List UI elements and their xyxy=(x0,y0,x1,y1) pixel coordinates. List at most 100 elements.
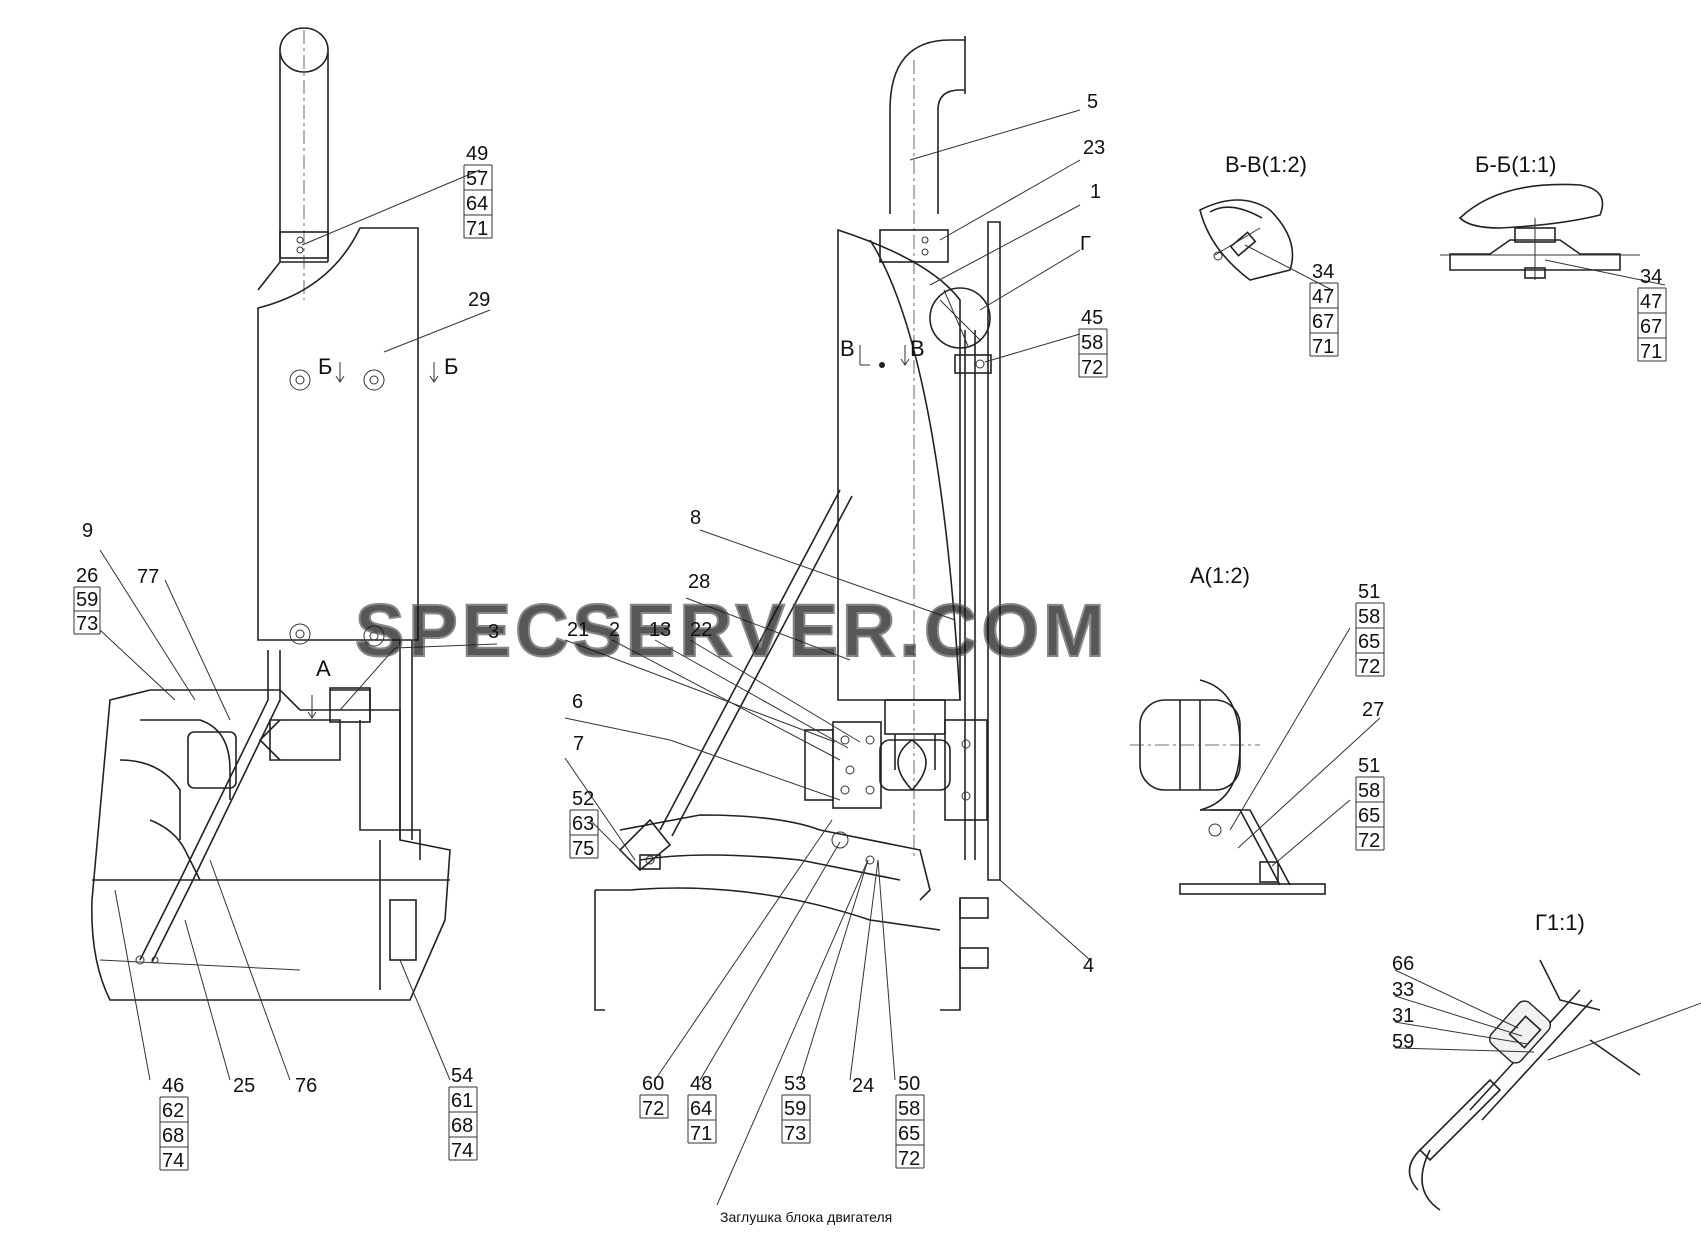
label-stack-row: 65 xyxy=(1358,631,1380,653)
label-stack-row: 53 xyxy=(784,1073,806,1095)
label-stack-row: 68 xyxy=(451,1115,473,1137)
label-stack-34b: 34 47 67 71 xyxy=(1637,266,1667,363)
label-stack-60: 60 72 xyxy=(639,1073,669,1120)
marker-b-right: Б xyxy=(444,354,458,379)
marker-b-left: Б xyxy=(318,354,332,379)
label-5: 5 xyxy=(1087,91,1098,113)
label-59: 59 xyxy=(1392,1031,1414,1053)
label-stack-row: 67 xyxy=(1640,316,1662,338)
label-66: 66 xyxy=(1392,953,1414,975)
marker-v-right: В xyxy=(910,336,925,361)
label-stack-row: 72 xyxy=(1358,830,1380,852)
label-stack-row: 57 xyxy=(466,168,488,190)
label-stack-row: 73 xyxy=(784,1123,806,1145)
label-stack-row: 62 xyxy=(162,1100,184,1122)
label-33: 33 xyxy=(1392,979,1414,1001)
label-31: 31 xyxy=(1392,1005,1414,1027)
label-stack-row: 45 xyxy=(1081,307,1103,329)
label-stack-51a: 51 58 65 72 xyxy=(1355,581,1385,678)
label-stack-row: 58 xyxy=(1358,780,1380,802)
label-23: 23 xyxy=(1083,137,1105,159)
label-stack-51b: 51 58 65 72 xyxy=(1355,755,1385,852)
view-title-bb: Б-Б(1:1) xyxy=(1475,152,1556,177)
label-stack-row: 59 xyxy=(76,589,98,611)
label-stack-row: 34 xyxy=(1312,261,1334,283)
label-stack-row: 51 xyxy=(1358,581,1380,603)
label-stack-row: 71 xyxy=(690,1123,712,1145)
label-stack-row: 67 xyxy=(1312,311,1334,333)
label-9: 9 xyxy=(82,520,93,542)
label-stack-row: 46 xyxy=(162,1075,184,1097)
label-stack-row: 72 xyxy=(1358,656,1380,678)
label-stack-45: 45 58 72 xyxy=(1078,307,1108,379)
label-stack-row: 72 xyxy=(1081,357,1103,379)
label-8: 8 xyxy=(690,507,701,529)
label-stack-52: 52 63 75 xyxy=(569,788,599,860)
label-2: 2 xyxy=(609,619,620,641)
label-stack-row: 47 xyxy=(1312,286,1334,308)
label-7: 7 xyxy=(573,733,584,755)
label-stack-row: 71 xyxy=(1640,341,1662,363)
label-1: 1 xyxy=(1090,181,1101,203)
label-stack-49: 49 57 64 71 xyxy=(463,143,493,240)
label-stack-row: 71 xyxy=(1312,336,1334,358)
label-stack-50: 50 58 65 72 xyxy=(895,1073,925,1170)
marker-g: Г xyxy=(1080,233,1091,255)
marker-a: А xyxy=(316,656,331,681)
label-25: 25 xyxy=(233,1075,255,1097)
watermark-text: SPECSERVER.COM xyxy=(355,589,1109,672)
label-stack-row: 65 xyxy=(1358,805,1380,827)
label-77: 77 xyxy=(137,566,159,588)
view-title-g: Г1:1) xyxy=(1535,910,1585,935)
label-stack-row: 73 xyxy=(76,613,98,635)
label-stack-row: 65 xyxy=(898,1123,920,1145)
middle-view xyxy=(594,36,1001,1011)
label-27: 27 xyxy=(1362,699,1384,721)
label-22: 22 xyxy=(690,619,712,641)
label-stack-row: 72 xyxy=(642,1098,664,1120)
label-76: 76 xyxy=(295,1075,317,1097)
label-stack-row: 63 xyxy=(572,813,594,835)
label-21: 21 xyxy=(567,619,589,641)
label-stack-row: 51 xyxy=(1358,755,1380,777)
label-6: 6 xyxy=(572,691,583,713)
label-stack-53: 53 59 73 xyxy=(781,1073,811,1145)
label-stack-row: 47 xyxy=(1640,291,1662,313)
section-vv xyxy=(1199,199,1294,281)
label-stack-row: 59 xyxy=(784,1098,806,1120)
label-stack-48: 48 64 71 xyxy=(687,1073,717,1145)
label-3: 3 xyxy=(488,621,499,643)
label-stack-row: 54 xyxy=(451,1065,473,1087)
label-stack-54: 54 61 68 74 xyxy=(448,1065,478,1162)
label-stack-row: 68 xyxy=(162,1125,184,1147)
left-view xyxy=(91,27,451,1001)
label-stack-row: 60 xyxy=(642,1073,664,1095)
label-24: 24 xyxy=(852,1075,874,1097)
label-stack-row: 61 xyxy=(451,1090,473,1112)
label-stack-row: 50 xyxy=(898,1073,920,1095)
view-a xyxy=(1130,679,1326,895)
label-stack-row: 74 xyxy=(451,1140,473,1162)
label-stack-row: 58 xyxy=(1081,332,1103,354)
label-4: 4 xyxy=(1083,955,1094,977)
label-stack-row: 48 xyxy=(690,1073,712,1095)
label-29: 29 xyxy=(468,289,490,311)
marker-v-left: В xyxy=(840,336,855,361)
label-stack-row: 49 xyxy=(466,143,488,165)
label-stack-row: 74 xyxy=(162,1150,184,1172)
caption-text: Заглушка блока двигателя xyxy=(720,1209,892,1225)
view-title-a: А(1:2) xyxy=(1190,563,1250,588)
label-13: 13 xyxy=(649,619,671,641)
label-stack-row: 52 xyxy=(572,788,594,810)
label-stack-row: 64 xyxy=(466,193,488,215)
label-stack-row: 58 xyxy=(1358,606,1380,628)
view-title-vv: В-В(1:2) xyxy=(1225,152,1307,177)
view-g xyxy=(1408,959,1641,1211)
label-stack-34a: 34 47 67 71 xyxy=(1309,261,1339,358)
label-28: 28 xyxy=(688,571,710,593)
label-stack-46: 46 62 68 74 xyxy=(159,1075,189,1172)
label-stack-row: 26 xyxy=(76,565,98,587)
label-stack-row: 58 xyxy=(898,1098,920,1120)
label-stack-row: 34 xyxy=(1640,266,1662,288)
